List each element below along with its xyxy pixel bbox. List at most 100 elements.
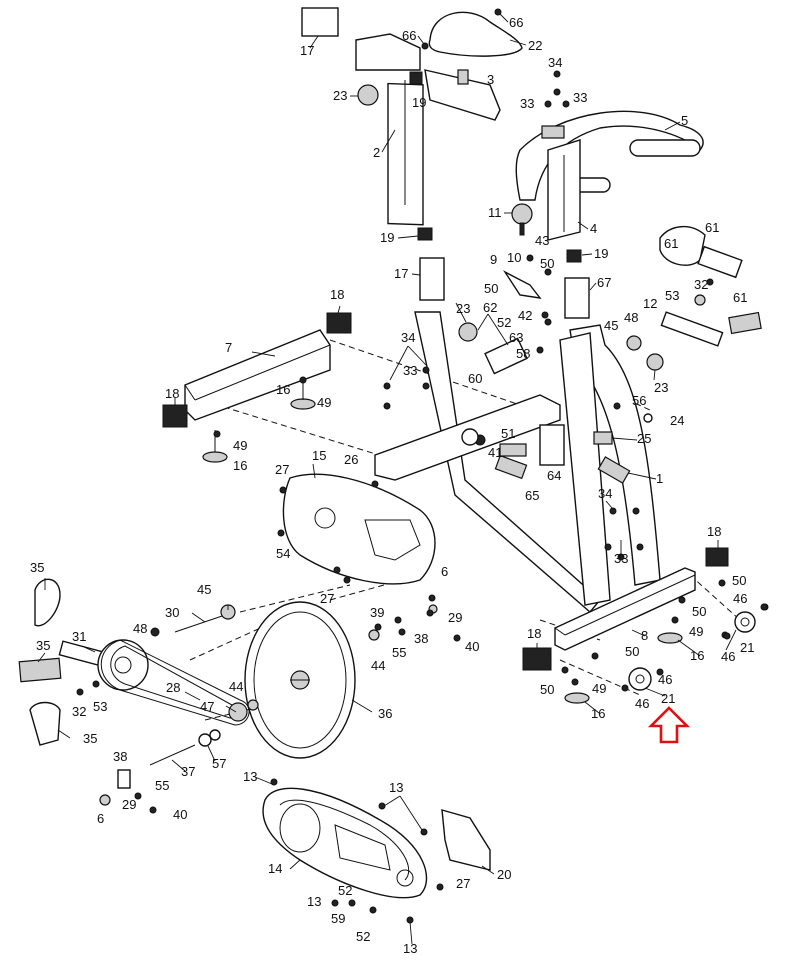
callout-27: 27 (320, 591, 334, 606)
callout-49: 49 (592, 681, 606, 696)
seat-slider-3 (424, 69, 501, 121)
handlebar-tube-67 (564, 277, 590, 319)
bolt-66-seat (494, 8, 502, 16)
callout-34: 34 (598, 486, 612, 501)
callout-4: 4 (590, 221, 597, 236)
sprocket-44 (247, 699, 259, 711)
leveler-16-d (564, 692, 590, 704)
callout-7: 7 (225, 340, 232, 355)
callout-53: 53 (93, 699, 107, 714)
callout-6: 6 (441, 564, 448, 579)
callout-42: 42 (518, 308, 532, 323)
callout-16: 16 (276, 382, 290, 397)
callout-33: 33 (573, 90, 587, 105)
callout-6: 6 (97, 811, 104, 826)
callout-39: 39 (370, 605, 384, 620)
callout-15: 15 (312, 448, 326, 463)
callout-1: 1 (656, 471, 663, 486)
seat-22 (428, 11, 523, 57)
inner-chain-guard-15 (282, 473, 436, 585)
bolt-66-left (421, 42, 429, 50)
callout-23: 23 (654, 380, 668, 395)
callout-47: 47 (200, 699, 214, 714)
callout-43: 43 (535, 233, 549, 248)
seat-assembly (301, 7, 523, 226)
crank-arm-12 (660, 311, 724, 347)
callout-29: 29 (448, 610, 462, 625)
bracket-64 (539, 424, 565, 466)
callout-57: 57 (212, 756, 226, 771)
callout-52: 52 (338, 883, 352, 898)
callout-51: 51 (501, 426, 515, 441)
callout-33: 33 (403, 363, 417, 378)
callout-46: 46 (733, 591, 747, 606)
callout-3: 3 (487, 72, 494, 87)
pedal-61 (728, 311, 762, 335)
callout-50: 50 (625, 644, 639, 659)
callout-59: 59 (331, 911, 345, 926)
callout-40: 40 (173, 807, 187, 822)
callout-25: 25 (637, 431, 651, 446)
callout-30: 30 (165, 605, 179, 620)
callout-10: 10 (507, 250, 521, 265)
highlight-arrow-icon (647, 706, 691, 744)
callout-22: 22 (528, 38, 542, 53)
callout-13: 13 (389, 780, 403, 795)
callout-28: 28 (166, 680, 180, 695)
callout-55: 55 (392, 645, 406, 660)
callout-35: 35 (83, 731, 97, 746)
callout-66: 66 (402, 28, 416, 43)
callout-33: 33 (614, 551, 628, 566)
callout-44: 44 (229, 679, 243, 694)
callout-20: 20 (497, 867, 511, 882)
upper-frame-block (355, 33, 421, 71)
sprocket-47 (228, 702, 248, 722)
plate-1 (597, 456, 631, 484)
bearing-45 (626, 335, 642, 351)
cap-17-top (301, 7, 339, 37)
pedal-35 (18, 657, 62, 683)
knob-23-right (646, 353, 664, 371)
callout-12: 12 (643, 296, 657, 311)
callout-29: 29 (122, 797, 136, 812)
leveler-16-c (657, 632, 683, 644)
axle-30 (174, 614, 226, 633)
callout-52: 52 (356, 929, 370, 944)
callout-41: 41 (488, 445, 502, 460)
callout-63: 63 (509, 330, 523, 345)
callout-labels: 17 66 66 22 23 19 3 34 33 33 2 5 11 4 43… (30, 15, 754, 956)
callout-13: 13 (403, 941, 417, 956)
block-19-right (566, 249, 582, 263)
callout-61: 61 (705, 220, 719, 235)
callout-50: 50 (732, 573, 746, 588)
callout-37: 37 (181, 764, 195, 779)
bracket-38 (117, 769, 131, 789)
callout-31: 31 (72, 629, 86, 644)
callout-19: 19 (594, 246, 608, 261)
end-cap-18-top (326, 312, 352, 334)
callout-49: 49 (317, 395, 331, 410)
callout-40: 40 (465, 639, 479, 654)
callout-66: 66 (509, 15, 523, 30)
callout-23: 23 (456, 301, 470, 316)
callout-32: 32 (72, 704, 86, 719)
rear-stabilizer-8 (522, 547, 769, 704)
pad-65 (494, 454, 528, 480)
knob-insert (457, 69, 469, 85)
callout-35: 35 (30, 560, 44, 575)
fastener-marks (213, 70, 768, 686)
bolt-52 (544, 318, 552, 326)
callout-26: 26 (344, 452, 358, 467)
leader-lines (37, 13, 737, 945)
pad-41 (499, 443, 527, 457)
callout-23: 23 (333, 88, 347, 103)
callout-46: 46 (721, 649, 735, 664)
callout-21: 21 (661, 691, 675, 706)
callout-62: 62 (483, 300, 497, 315)
brake-lever-9 (502, 270, 542, 299)
callout-48: 48 (133, 621, 147, 636)
washer-57 (198, 733, 212, 747)
callout-13: 13 (243, 769, 257, 784)
outer-chain-guard-14 (262, 778, 491, 924)
callout-16: 16 (233, 458, 247, 473)
